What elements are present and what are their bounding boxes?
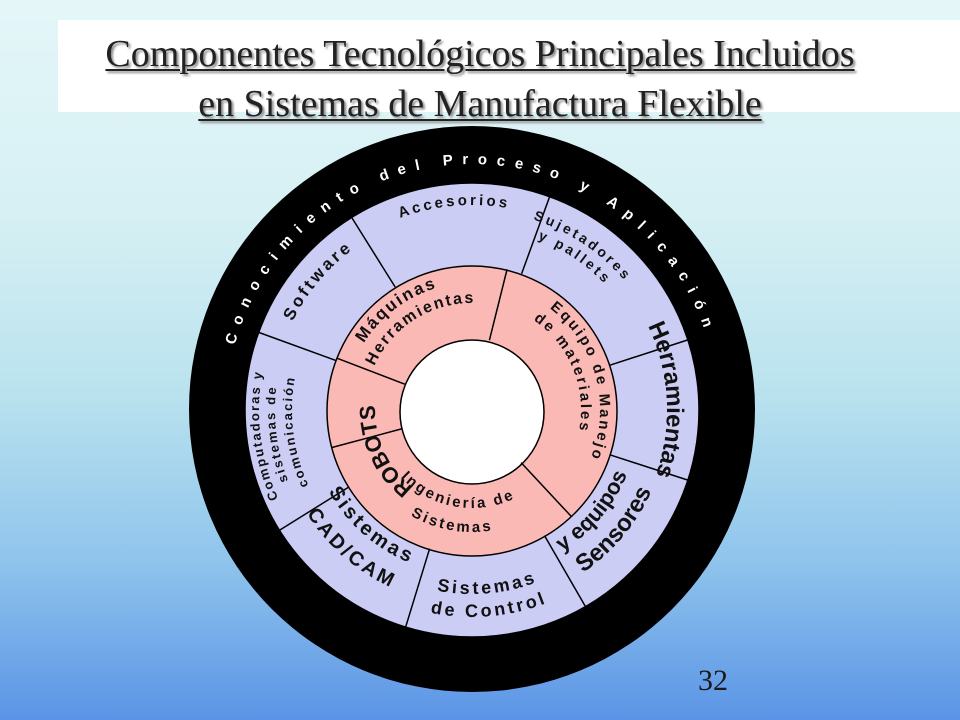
middle-ring-divider-0 [351, 217, 396, 288]
middle-ring-divider-1 [520, 196, 551, 275]
middle-ring-divider-4 [543, 535, 587, 607]
inner-ring-divider-1 [520, 462, 572, 517]
inner-ring-divider-2 [331, 427, 403, 449]
dividers [258, 196, 689, 628]
title-line-2: en Sistemas de Manufactura Flexible [198, 83, 762, 125]
core-circle [399, 339, 545, 485]
middle-ring-divider-7 [258, 331, 337, 362]
middle-ring-divider-2 [609, 339, 689, 366]
middle-ring-divider-6 [279, 486, 350, 531]
rings [189, 126, 755, 692]
middle-ring-divider-3 [609, 454, 689, 481]
page-number: 32 [698, 664, 728, 697]
inner-ring-divider-3 [336, 357, 406, 385]
inner-ring-divider-0 [488, 269, 508, 341]
title-background [58, 20, 960, 112]
middle-ring-divider-5 [404, 548, 431, 628]
title-line-1: Componentes Tecnológicos Principales Inc… [105, 33, 855, 75]
